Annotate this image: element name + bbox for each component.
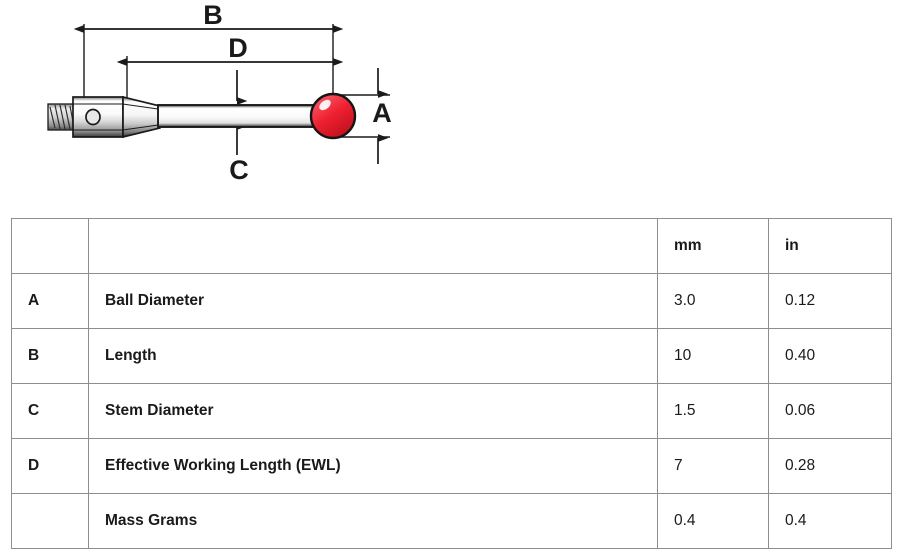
row-key — [11, 493, 89, 549]
row-value-mm: 10 — [657, 328, 769, 384]
row-value-in: 0.06 — [768, 383, 892, 439]
probe-illustration — [47, 24, 390, 164]
row-value-mm: 3.0 — [657, 273, 769, 329]
header-mm: mm — [657, 218, 769, 274]
dimension-label-b: B — [203, 0, 223, 30]
table-row: Mass Grams 0.4 0.4 — [11, 493, 892, 549]
row-key: C — [11, 383, 89, 439]
table-row: D Effective Working Length (EWL) 7 0.28 — [11, 438, 892, 494]
header-key — [11, 218, 89, 274]
dimension-label-c: C — [229, 155, 249, 185]
dimension-label-d: D — [228, 33, 248, 63]
probe-diagram: B D A C — [0, 0, 903, 205]
header-description — [88, 218, 658, 274]
row-description: Ball Diameter — [88, 273, 658, 329]
row-description: Length — [88, 328, 658, 384]
dimension-label-a: A — [372, 98, 392, 128]
row-description: Stem Diameter — [88, 383, 658, 439]
row-value-mm: 1.5 — [657, 383, 769, 439]
table-row: B Length 10 0.40 — [11, 328, 892, 384]
row-description: Mass Grams — [88, 493, 658, 549]
specifications-table-container: mm in A Ball Diameter 3.0 0.12 B Length … — [11, 218, 892, 549]
row-value-mm: 7 — [657, 438, 769, 494]
tapered-cone — [122, 95, 161, 139]
table-header-row: mm in — [11, 218, 892, 274]
row-value-in: 0.40 — [768, 328, 892, 384]
row-key: A — [11, 273, 89, 329]
row-value-in: 0.12 — [768, 273, 892, 329]
row-value-in: 0.4 — [768, 493, 892, 549]
probe-body — [72, 96, 124, 138]
body-hole-icon — [85, 108, 101, 126]
specifications-table: mm in A Ball Diameter 3.0 0.12 B Length … — [11, 218, 892, 549]
ball-highlight-icon — [319, 99, 331, 111]
ruby-ball — [309, 92, 357, 140]
row-key: B — [11, 328, 89, 384]
row-key: D — [11, 438, 89, 494]
table-row: C Stem Diameter 1.5 0.06 — [11, 383, 892, 439]
row-value-mm: 0.4 — [657, 493, 769, 549]
probe-stem — [157, 104, 319, 128]
row-description: Effective Working Length (EWL) — [88, 438, 658, 494]
row-value-in: 0.28 — [768, 438, 892, 494]
header-in: in — [768, 218, 892, 274]
threaded-shank-icon — [47, 103, 75, 131]
table-row: A Ball Diameter 3.0 0.12 — [11, 273, 892, 329]
